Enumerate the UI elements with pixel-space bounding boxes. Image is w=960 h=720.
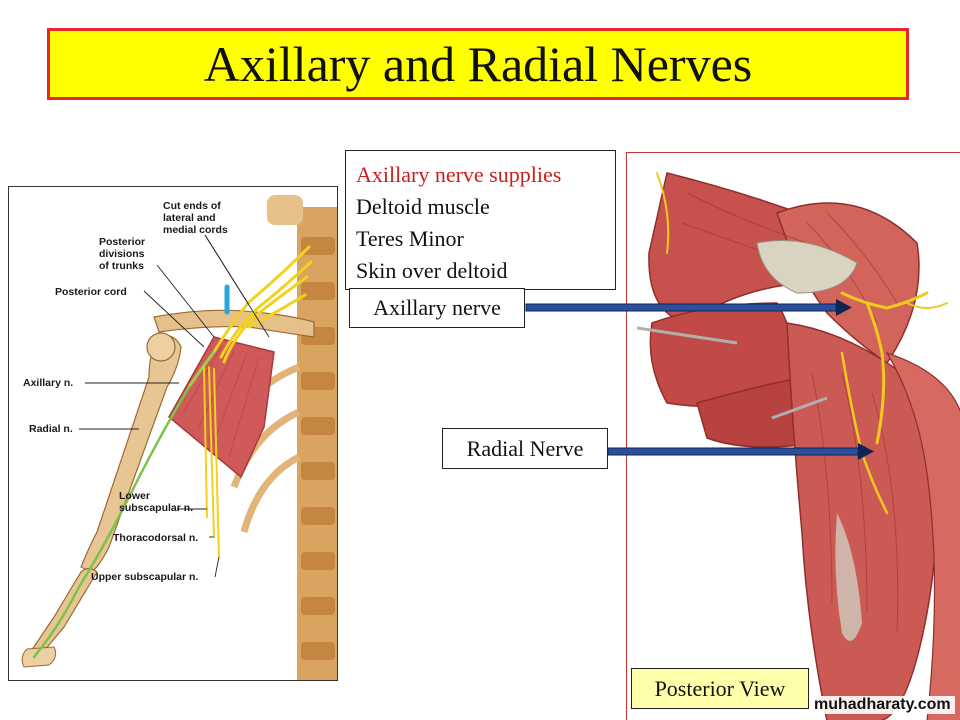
info-line: Teres Minor: [356, 226, 464, 251]
label-radial-n: Radial n.: [29, 423, 73, 435]
forearm-bones: [26, 567, 98, 662]
watermark: muhadharaty.com: [810, 696, 955, 714]
page-title: Axillary and Radial Nerves: [203, 36, 753, 92]
vertebral-column: [267, 195, 337, 680]
label-lower-subscapular: Lower subscapular n.: [119, 490, 193, 514]
label-upper-subscapular: Upper subscapular n.: [91, 571, 198, 583]
posterior-shoulder-illustration: [627, 153, 960, 720]
posterior-view-label: Posterior View: [631, 668, 809, 709]
subscapularis-muscle: [168, 336, 275, 479]
brachial-plexus-nerves: [32, 245, 313, 659]
info-line: Skin over deltoid: [356, 258, 508, 283]
axillary-nerve-label: Axillary nerve: [349, 288, 525, 328]
right-anatomy-figure: [626, 152, 960, 720]
radial-nerve-label: Radial Nerve: [442, 428, 608, 469]
left-anatomy-figure: Cut ends of lateral and medial cords Pos…: [8, 186, 338, 681]
label-thoracodorsal: Thoracodorsal n.: [113, 532, 198, 544]
title-box: Axillary and Radial Nerves: [47, 28, 909, 100]
label-cut-ends: Cut ends of lateral and medial cords: [163, 200, 228, 236]
nerves-posterior: [656, 172, 948, 515]
label-axillary-n: Axillary n.: [23, 377, 73, 389]
label-posterior-divisions: Posterior divisions of trunks: [99, 236, 148, 272]
brachial-plexus-illustration: Cut ends of lateral and medial cords Pos…: [21, 195, 337, 680]
axillary-nerve-supplies-box: Axillary nerve supplies Deltoid muscle T…: [345, 150, 616, 290]
label-posterior-cord: Posterior cord: [55, 286, 127, 298]
info-line: Deltoid muscle: [356, 194, 490, 219]
lateral-arm-muscle: [885, 351, 960, 720]
info-header: Axillary nerve supplies: [356, 162, 562, 187]
humerus: [80, 335, 182, 573]
